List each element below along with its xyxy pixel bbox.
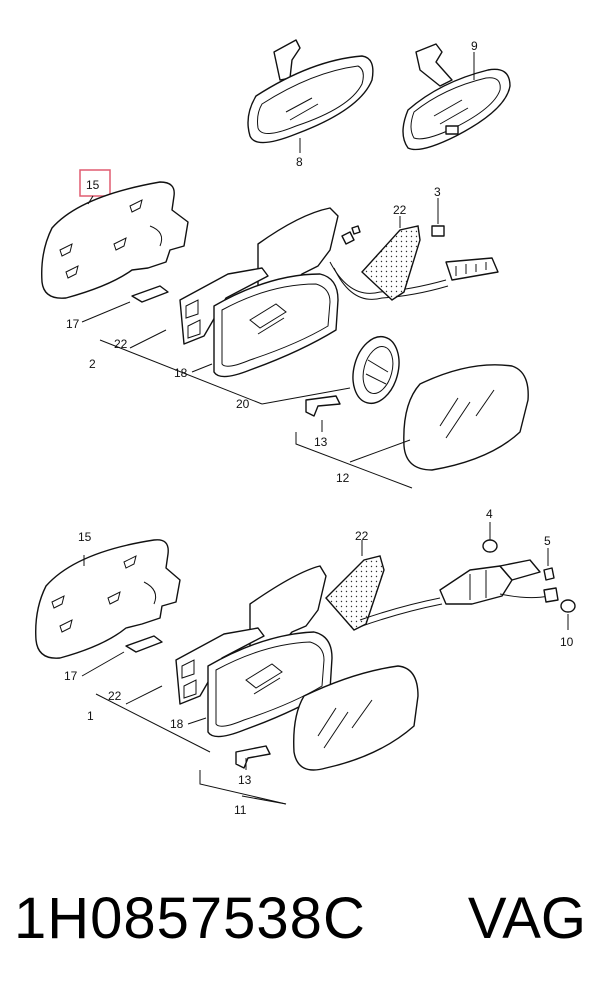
wiring-harness-top (329, 225, 499, 300)
callout-8: 8 (296, 155, 303, 169)
nut-4 (482, 522, 498, 553)
mirror-glass-11 (293, 665, 419, 771)
mirror-cover-15-top (41, 181, 189, 299)
cap-10 (560, 599, 576, 630)
callout-18-top: 18 (174, 366, 188, 380)
callout-13-bottom: 13 (238, 773, 252, 787)
cap-22-top (361, 216, 421, 301)
interior-mirror-8 (247, 39, 374, 153)
callout-22-top-left: 22 (114, 337, 128, 351)
callout-18-bottom: 18 (170, 717, 184, 731)
callout-15-bottom: 15 (78, 530, 92, 544)
highlight-box-15 (79, 169, 111, 197)
callout-5: 5 (544, 534, 551, 548)
callout-2: 2 (89, 357, 96, 371)
callout-3: 3 (434, 185, 441, 199)
screw-3 (431, 198, 445, 237)
callout-15-top: 15 (86, 178, 100, 192)
callout-10: 10 (560, 635, 574, 649)
mirror-housing-top (179, 207, 339, 378)
part-number: 1H0857538C (14, 886, 366, 951)
clip-17-bottom (81, 635, 163, 677)
interior-mirror-9 (402, 43, 511, 151)
clip-13-top (305, 395, 341, 432)
screw-5 (543, 548, 555, 581)
brand-name: VAG (467, 886, 586, 951)
callout-22-top-right: 22 (393, 203, 407, 217)
leader-lines-top (99, 329, 413, 489)
callout-20: 20 (236, 397, 250, 411)
clip-17-top (81, 285, 169, 323)
exploded-parts-diagram: 15 8 9 3 22 17 22 2 18 20 13 12 15 22 4 … (35, 39, 576, 817)
motor-cable-bottom (359, 559, 559, 627)
callout-17-bottom: 17 (64, 669, 78, 683)
callout-4: 4 (486, 507, 493, 521)
callout-1: 1 (87, 709, 94, 723)
adjuster-ring-20 (352, 335, 400, 405)
leader-lines-bottom (95, 685, 287, 805)
callout-12: 12 (336, 471, 350, 485)
cap-22-bottom (325, 540, 385, 631)
clip-13-bottom (235, 745, 271, 770)
mirror-cover-15-bottom (35, 539, 181, 659)
callout-17-top: 17 (66, 317, 80, 331)
mirror-housing-bottom (175, 565, 333, 738)
mirror-glass-12 (403, 364, 529, 471)
callout-9: 9 (471, 39, 478, 53)
callout-11: 11 (234, 803, 247, 817)
callout-22-bottom-right: 22 (355, 529, 369, 543)
callout-22-bottom-left: 22 (108, 689, 122, 703)
callout-13-top: 13 (314, 435, 328, 449)
footer: 1H0857538C VAG (0, 885, 600, 965)
